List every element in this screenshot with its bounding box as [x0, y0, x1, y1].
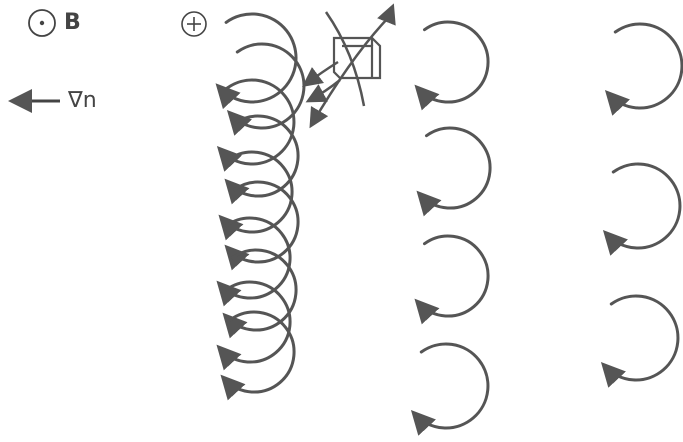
- gyro-orbit-mid-4: [415, 344, 488, 428]
- gyro-orbit-dense-1: [220, 14, 296, 102]
- gyro-orbit-mid-2: [421, 128, 491, 208]
- gyro-orbit-mid-1: [419, 22, 489, 102]
- gradient-label: ∇n: [68, 90, 97, 112]
- b-field-label: B: [64, 12, 81, 34]
- dense-gyro-orbit-column: [220, 14, 304, 392]
- positive-ion-icon: [182, 12, 206, 36]
- sparse-gyro-orbit-column: [605, 24, 682, 380]
- gyro-orbit-right-1: [609, 24, 682, 108]
- gyro-orbit-right-3: [605, 296, 678, 380]
- gyro-orbit-mid-3: [419, 236, 489, 316]
- b-field-out-of-page-icon: [29, 10, 55, 36]
- medium-density-gyro-orbit-column: [415, 22, 490, 428]
- gyro-orbit-right-2: [607, 164, 680, 248]
- surface-element: [306, 8, 392, 124]
